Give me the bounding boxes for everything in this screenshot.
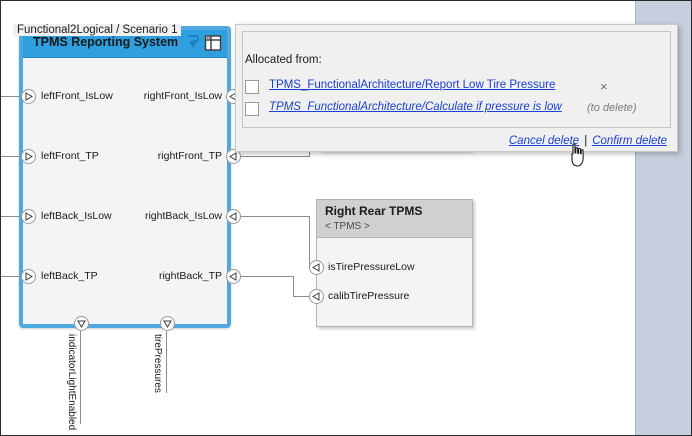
wire-stub-leftBack-IsLow [1, 216, 21, 217]
allocation-status-2: (to delete) [587, 102, 637, 114]
wire-stub-leftFront-TP [1, 156, 21, 157]
port-tirePressures[interactable] [160, 316, 175, 331]
block-tpms-reporting-system[interactable]: TPMS Reporting System [19, 26, 231, 328]
allocation-popup: Cancel delete | Confirm delete [235, 24, 678, 152]
wire-rightBack-TP-v [293, 276, 294, 297]
allocation-link-2[interactable]: TPMS_FunctionalArchitecture/Calculate if… [269, 101, 562, 113]
port-rightBack-IsLow[interactable] [226, 209, 241, 224]
cancel-delete-link[interactable]: Cancel delete [508, 135, 580, 147]
panel-view-icon[interactable] [204, 34, 222, 57]
port-leftBack-IsLow[interactable] [21, 209, 36, 224]
confirm-delete-link[interactable]: Confirm delete [592, 135, 667, 147]
block-stereotype: < TPMS > [325, 221, 370, 232]
allocated-from-label: Allocated from: [245, 54, 322, 66]
port-leftBack-TP[interactable] [21, 269, 36, 284]
wire-rightFront-TP-v [309, 149, 310, 157]
block-title: Right Rear TPMS [325, 204, 423, 218]
allocation-group-box [242, 31, 671, 128]
port-rightFront-TP[interactable] [226, 149, 241, 164]
wire-rightBack-TP-h1 [241, 276, 293, 277]
wire-rightFront-TP-h [241, 156, 309, 157]
port-label-isTirePressureLow: isTirePressureLow [328, 261, 415, 273]
port-label-rightBack-IsLow: rightBack_IsLow [144, 210, 222, 222]
allocation-remove-icon-1[interactable]: × [600, 79, 608, 94]
port-label-calibTirePressure: calibTirePressure [328, 290, 410, 302]
allocation-checkbox-1[interactable] [245, 80, 259, 94]
port-label-tirePressures: tirePressures [152, 334, 163, 393]
wire-rightBack-IsLow-v [309, 216, 310, 268]
port-label-leftFront-TP: leftFront_TP [41, 150, 99, 162]
block-title: TPMS Reporting System [33, 35, 179, 49]
collapse-arrow-icon[interactable] [185, 34, 201, 57]
port-label-leftBack-IsLow: leftBack_IsLow [41, 210, 112, 222]
port-label-rightBack-TP: rightBack_TP [158, 270, 222, 282]
allocation-checkbox-2[interactable] [245, 102, 259, 116]
wire-stub-leftFront-IsLow [1, 96, 21, 97]
port-label-leftBack-TP: leftBack_TP [41, 270, 98, 282]
allocation-group-title: Functional2Logical / Scenario 1 [13, 24, 182, 36]
port-calibTirePressure[interactable] [309, 289, 324, 304]
port-rightBack-TP[interactable] [226, 269, 241, 284]
port-indicatorLightEnabled[interactable] [74, 316, 89, 331]
port-leftFront-IsLow[interactable] [21, 89, 36, 104]
wire-indicatorLightEnabled [80, 331, 81, 424]
port-label-indicatorLightEnabled: indicatorLightEnabled [66, 334, 77, 431]
block-header: Right Rear TPMS < TPMS > [317, 200, 472, 238]
wire-tirePressures [166, 331, 167, 393]
port-label-rightFront-TP: rightFront_TP [157, 150, 222, 162]
port-label-leftFront-IsLow: leftFront_IsLow [41, 90, 113, 102]
port-leftFront-TP[interactable] [21, 149, 36, 164]
action-separator: | [584, 135, 588, 147]
allocation-link-1[interactable]: TPMS_FunctionalArchitecture/Report Low T… [269, 79, 556, 91]
block-right-rear-tpms[interactable]: Right Rear TPMS < TPMS > [316, 199, 473, 327]
port-label-rightFront-IsLow: rightFront_IsLow [143, 90, 222, 102]
wire-rightBack-IsLow-h1 [241, 216, 309, 217]
popup-action-links: Cancel delete | Confirm delete [509, 135, 667, 147]
wire-stub-leftBack-TP [1, 276, 21, 277]
port-isTirePressureLow[interactable] [309, 260, 324, 275]
wire-rightBack-TP-h2 [293, 296, 319, 297]
